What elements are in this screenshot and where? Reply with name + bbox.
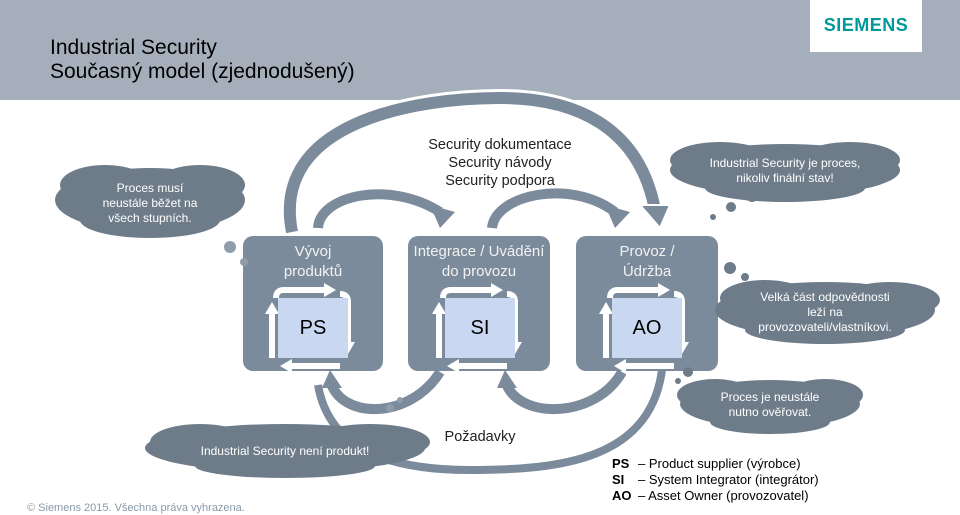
- title-line-1: Industrial Security: [50, 36, 217, 59]
- cloud-left-line-2: neustále běžet na: [102, 196, 198, 210]
- cloud-top-right-line-2: nikoliv finální stav!: [736, 171, 834, 185]
- top-text: Security dokumentace Security návody Sec…: [380, 136, 620, 190]
- legend-text: – Asset Owner (provozovatel): [638, 488, 809, 503]
- cloud-left-line-1: Proces musí: [116, 181, 184, 195]
- legend-abbr: AO: [612, 488, 632, 503]
- cloud-bottom-left: [145, 424, 430, 478]
- cloud-low-right-line-1: Proces je neustále: [720, 390, 820, 404]
- legend-item: AO – Asset Owner (provozovatel): [612, 488, 819, 504]
- legend-abbr: PS: [612, 456, 630, 471]
- cloud-mid-right-line-2: leží na: [807, 305, 843, 319]
- box-si-title-line-2: do provozu: [441, 263, 517, 280]
- legend: PS – Product supplier (výrobce) SI – Syste…: [612, 456, 819, 504]
- arc-left-top: [313, 189, 443, 230]
- cloud-left: [55, 165, 245, 238]
- title-line-2: Současný model (zjednodušený): [50, 60, 355, 83]
- box-ao-code: AO: [632, 317, 662, 339]
- legend-text: – System Integrator (integrátor): [638, 472, 819, 487]
- box-ps-title-line-2: produktů: [283, 263, 343, 280]
- box-si-title-line-1: Integrace / Uvádění: [413, 243, 545, 260]
- arc-right-bottom: [500, 369, 627, 414]
- legend-abbr: SI: [612, 472, 625, 487]
- cloud-mid-right-line-1: Velká část odpovědnosti: [760, 290, 890, 304]
- box-si-title: Integrace / Uvádění do provozu: [408, 242, 550, 282]
- copyright-footer: © Siemens 2015. Všechna práva vyhrazena.: [27, 502, 245, 514]
- cloud-low-right-text: Proces je neustále nutno ověřovat.: [700, 390, 840, 420]
- cloud-left-line-3: všech stupních.: [108, 211, 192, 225]
- box-ps-title-line-1: Vývoj: [294, 243, 332, 260]
- cloud-low-right-line-2: nutno ověřovat.: [728, 405, 812, 419]
- box-ao-title-line-1: Provoz /: [619, 243, 675, 260]
- box-ao-title: Provoz / Údržba: [576, 242, 718, 282]
- cloud-left-text: Proces musí neustále běžet na všech stup…: [70, 181, 230, 226]
- cloud-mid-right-text: Velká část odpovědnosti leží na provozov…: [735, 290, 915, 335]
- cloud-mid-right-line-3: provozovateli/vlastníkovi.: [758, 320, 892, 334]
- logo-box: SIEMENS: [810, 0, 922, 52]
- top-text-line-2: Security návody: [448, 155, 552, 171]
- cloud-top-right: [670, 142, 900, 202]
- top-text-line-3: Security podpora: [445, 173, 555, 189]
- cloud-top-right-line-1: Industrial Security je proces,: [709, 156, 861, 170]
- cloud-bottom-left-text: Industrial Security není produkt!: [200, 444, 370, 458]
- requirements-label: Požadavky: [444, 429, 516, 445]
- cloud-low-right: [677, 379, 863, 434]
- header-band: Industrial Security Současný model (zjed…: [0, 0, 960, 100]
- cloud-top-right-text: Industrial Security je proces, nikoliv f…: [690, 156, 880, 186]
- top-text-line-1: Security dokumentace: [428, 137, 572, 153]
- page-title: Industrial Security Současný model (zjed…: [50, 36, 355, 84]
- legend-item: SI – System Integrator (integrátor): [612, 472, 819, 488]
- box-ao-title-line-2: Údržba: [622, 263, 672, 280]
- arc-right-top: [487, 188, 619, 230]
- arc-left-bottom: [325, 369, 445, 415]
- siemens-logo: SIEMENS: [823, 15, 909, 35]
- box-si-code: SI: [470, 317, 490, 339]
- box-ps-title: Vývoj produktů: [243, 242, 383, 282]
- legend-item: PS – Product supplier (výrobce): [612, 456, 819, 472]
- legend-text: – Product supplier (výrobce): [638, 456, 801, 471]
- cloud-mid-right: [715, 280, 940, 344]
- box-ps-code: PS: [299, 317, 327, 339]
